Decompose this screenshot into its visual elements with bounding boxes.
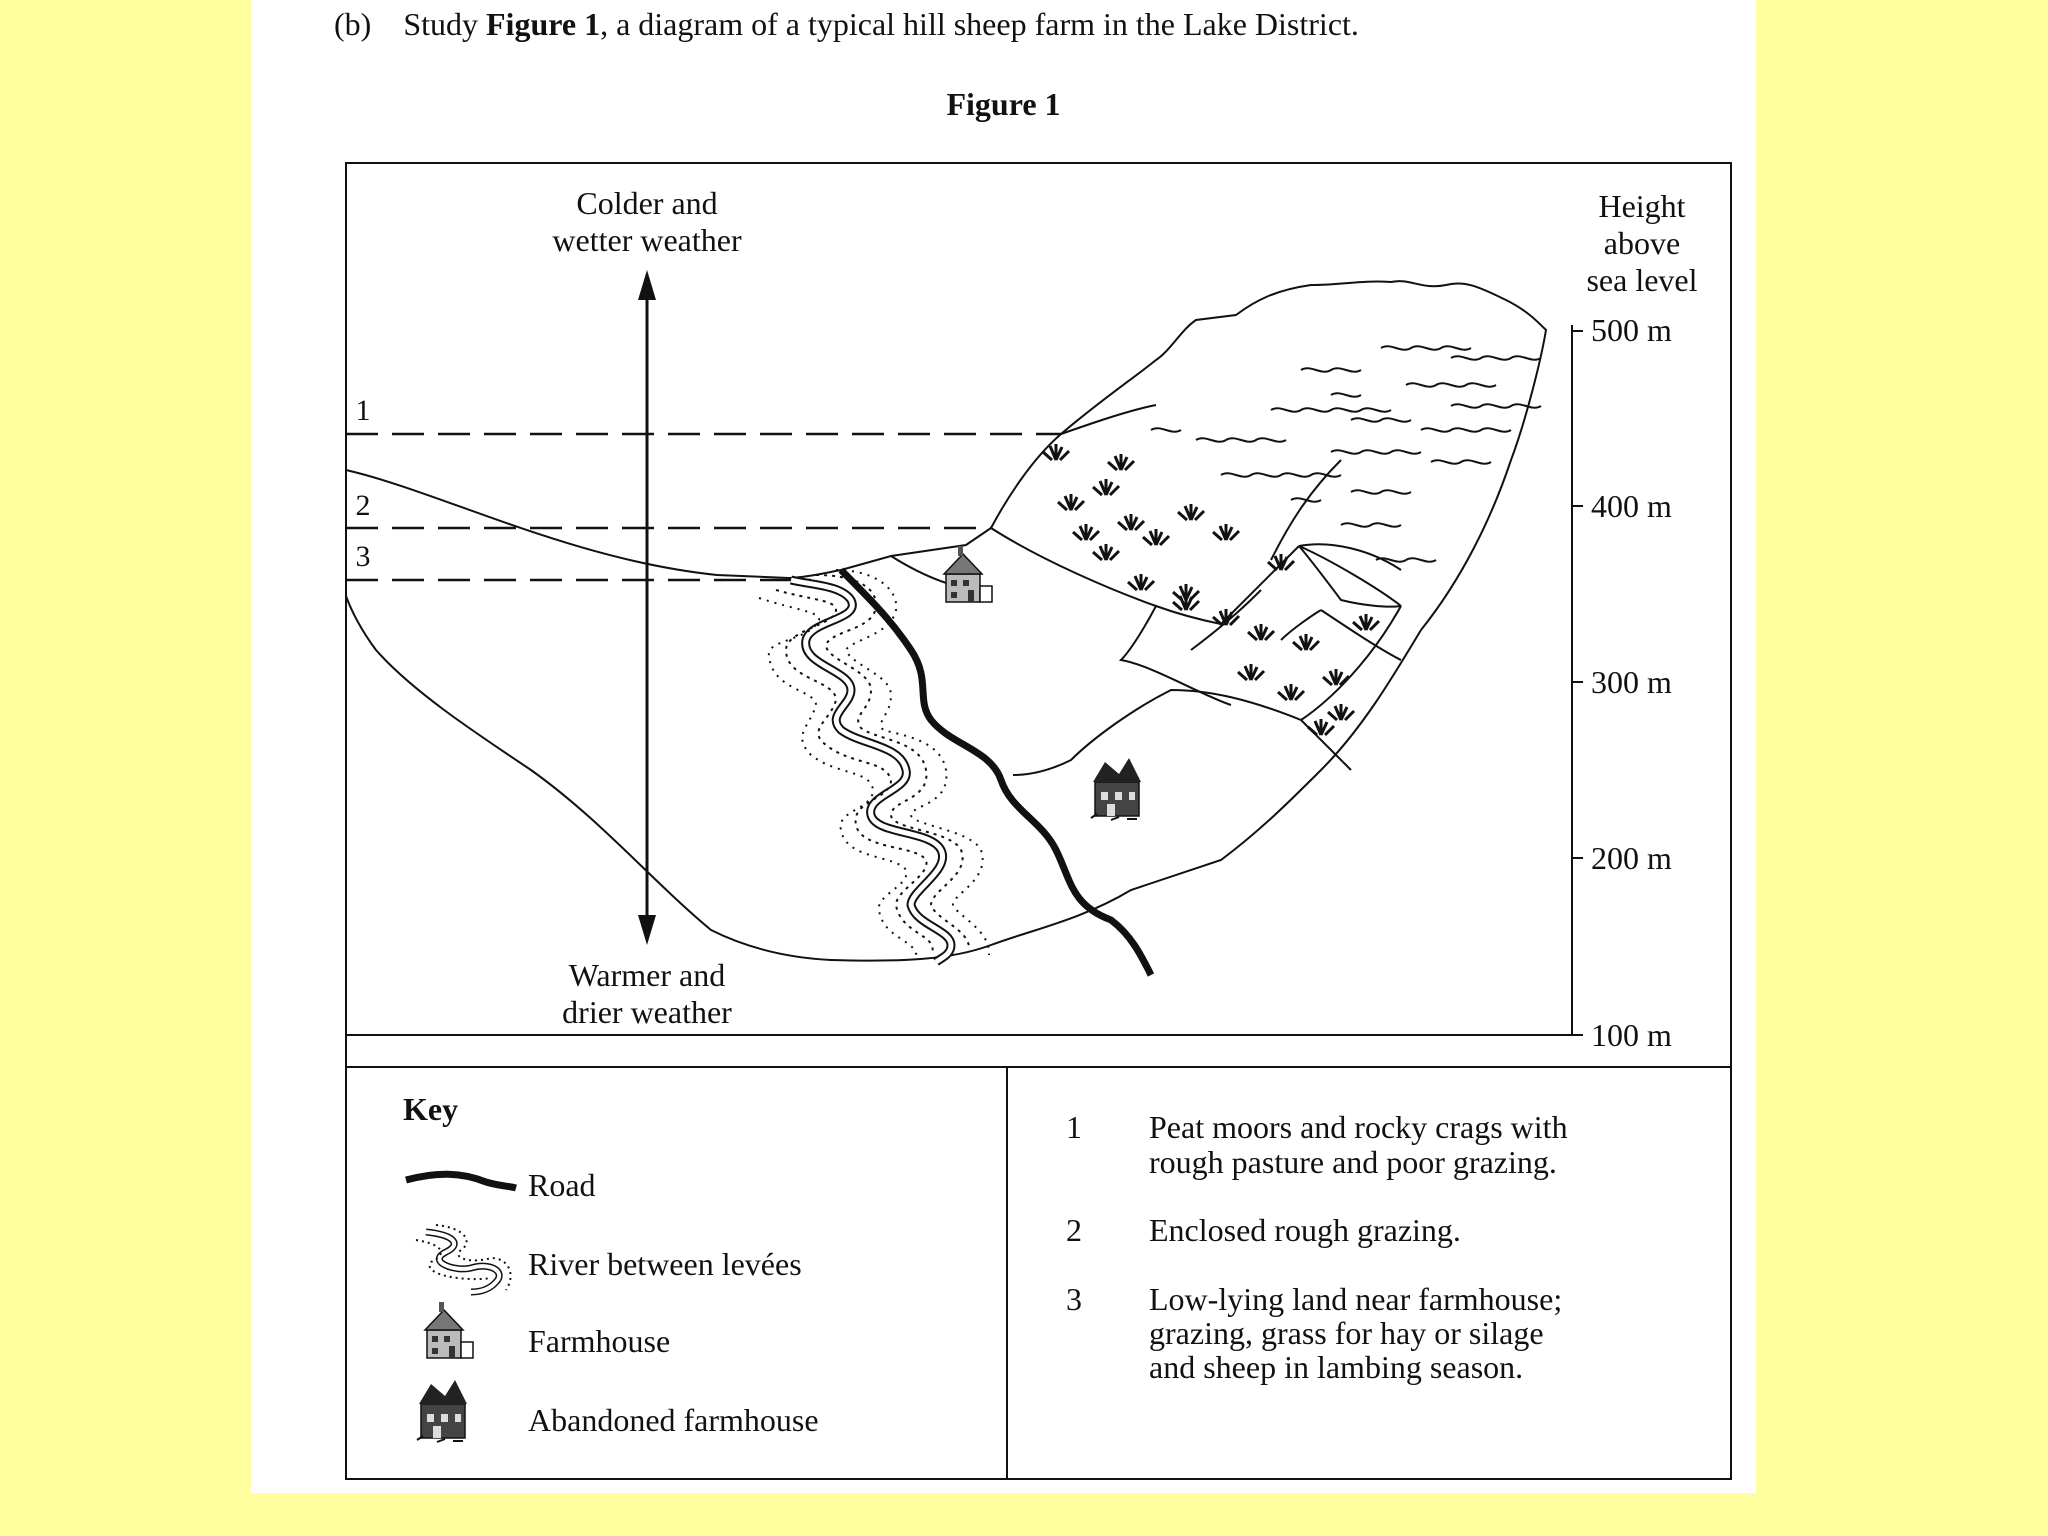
zone-marker-1: 1 xyxy=(356,394,371,427)
zone-desc-1-line1: Peat moors and rocky crags with xyxy=(1149,1109,1568,1145)
abandoned-farmhouse-icon xyxy=(1090,757,1142,821)
question-text-end: , a diagram of a typical hill sheep farm… xyxy=(600,6,1359,42)
height-tick-label: 100 m xyxy=(1591,1017,1672,1053)
height-tick-label: 400 m xyxy=(1591,488,1672,524)
zone-desc-3-line3: and sheep in lambing season. xyxy=(1149,1349,1523,1385)
river-levees-icon xyxy=(758,569,991,966)
zone-desc-2-number: 2 xyxy=(1066,1212,1082,1248)
farmhouse-icon xyxy=(943,545,993,603)
height-axis-title-line1: Height xyxy=(1598,188,1685,224)
height-axis-title-line3: sea level xyxy=(1586,262,1697,298)
question-part: (b) xyxy=(334,6,372,42)
key-title: Key xyxy=(403,1091,458,1127)
zone-marker-3: 3 xyxy=(356,540,371,573)
zone-desc-3-line2: grazing, grass for hay or silage xyxy=(1149,1315,1544,1351)
weather-bottom-line1: Warmer and xyxy=(569,957,725,993)
zone-desc-3-number: 3 xyxy=(1066,1281,1082,1317)
zone-desc-3-line1: Low-lying land near farmhouse; xyxy=(1149,1281,1562,1317)
height-tick-label: 300 m xyxy=(1591,664,1672,700)
height-axis-ticks xyxy=(1572,330,1583,1036)
key-item-road: Road xyxy=(528,1167,596,1203)
rough-grazing-tufts xyxy=(1041,442,1381,737)
river-levees-icon xyxy=(415,1224,512,1296)
moorland-marks xyxy=(1150,345,1542,563)
key-item-farmhouse: Farmhouse xyxy=(528,1323,670,1359)
zone-desc-1-line2: rough pasture and poor grazing. xyxy=(1149,1144,1557,1180)
weather-top-line1: Colder and xyxy=(576,185,717,221)
diagram-frame xyxy=(345,162,1732,1480)
zone-desc-2-line1: Enclosed rough grazing. xyxy=(1149,1212,1461,1248)
zone-desc-1-number: 1 xyxy=(1066,1109,1082,1145)
hillside-landscape xyxy=(345,280,1548,962)
question-text: (b) Study Figure 1, a diagram of a typic… xyxy=(334,6,1359,43)
weather-top-line2: wetter weather xyxy=(552,222,742,258)
road-line xyxy=(838,567,1155,977)
zone-marker-2: 2 xyxy=(356,489,371,522)
height-axis-title-line2: above xyxy=(1604,225,1680,261)
key-item-abandoned-farmhouse: Abandoned farmhouse xyxy=(528,1402,819,1438)
farmhouse-icon xyxy=(424,1301,474,1359)
road-line-icon xyxy=(405,1170,517,1192)
weather-bottom-line2: drier weather xyxy=(562,994,732,1030)
height-tick-label: 500 m xyxy=(1591,312,1672,348)
question-text-start: Study xyxy=(403,6,486,42)
arrow-up-icon xyxy=(638,270,656,300)
abandoned-farmhouse-icon xyxy=(416,1379,468,1443)
arrow-down-icon xyxy=(638,915,656,945)
exam-page: (b) Study Figure 1, a diagram of a typic… xyxy=(251,0,1756,1493)
figure-reference: Figure 1 xyxy=(486,6,601,42)
hill-farm-diagram: Height above sea level 500 m 400 m 300 m… xyxy=(345,162,1732,1480)
figure-title: Figure 1 xyxy=(946,86,1061,122)
key-item-river: River between levées xyxy=(528,1246,802,1282)
height-tick-label: 200 m xyxy=(1591,840,1672,876)
